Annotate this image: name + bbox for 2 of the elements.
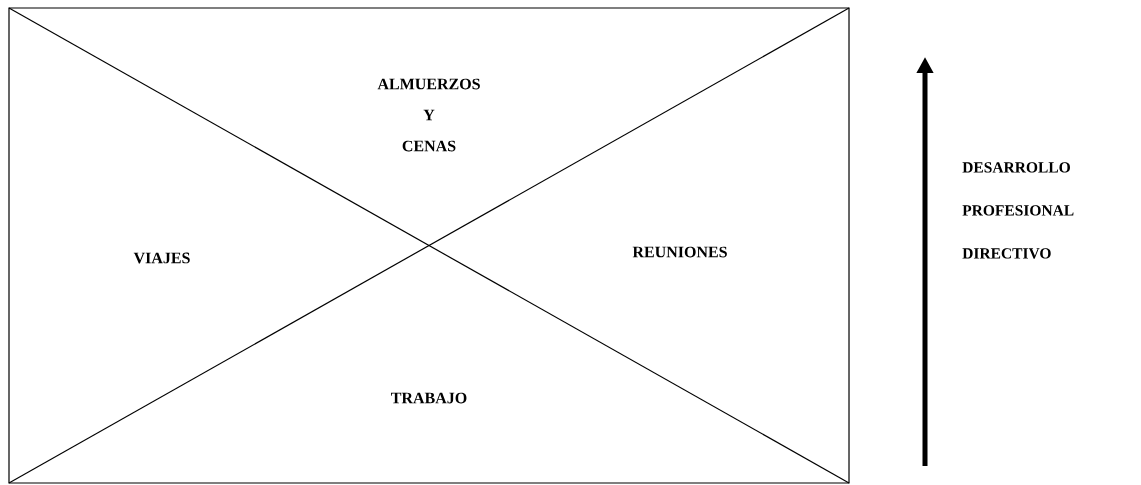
quadrant-box: ALMUERZOS Y CENAS VIAJES REUNIONES TRABAJO [8, 7, 850, 484]
side-note: DESARROLLO PROFESIONAL DIRECTIVO [962, 162, 1074, 259]
